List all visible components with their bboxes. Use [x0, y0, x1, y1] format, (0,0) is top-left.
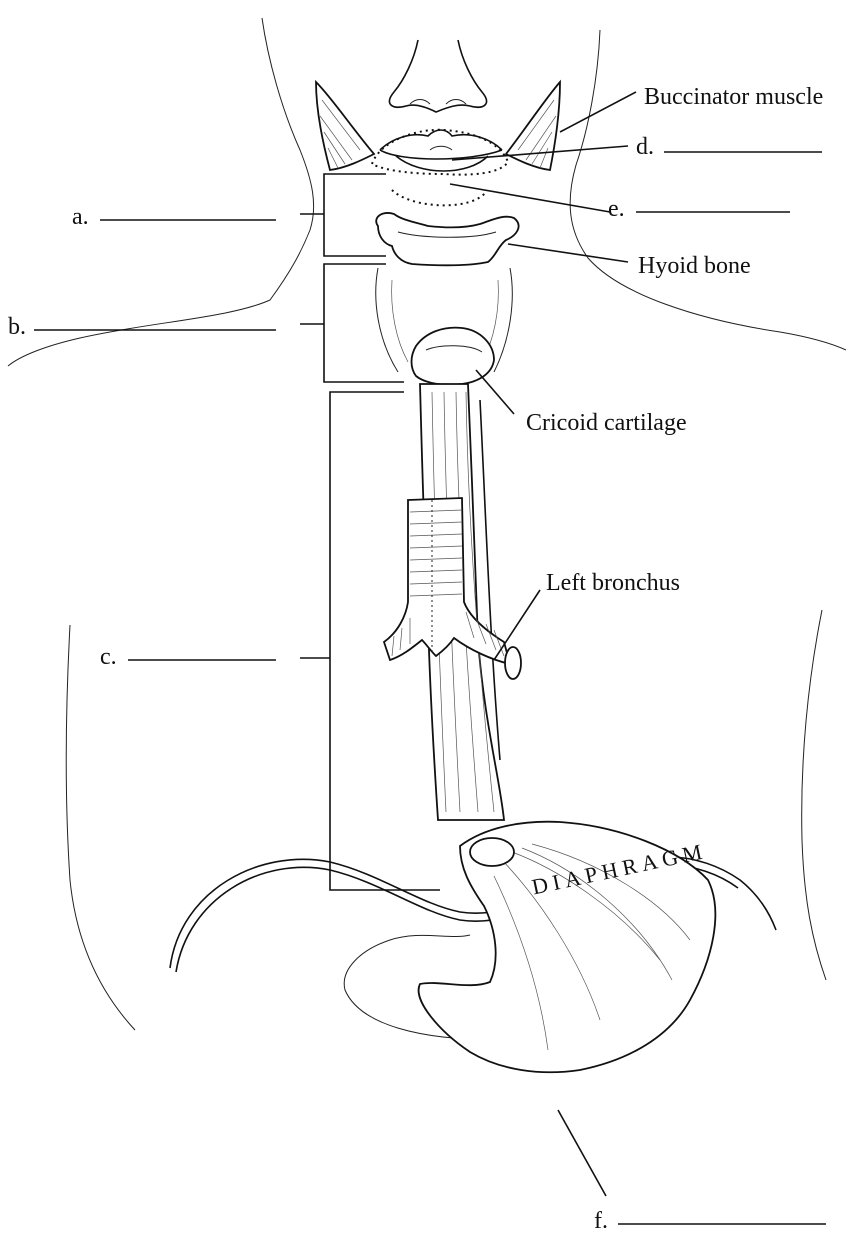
- label-buccinator-muscle: Buccinator muscle: [644, 84, 823, 110]
- blank-d[interactable]: d.: [636, 134, 822, 160]
- label-hyoid-bone: Hyoid bone: [638, 253, 751, 279]
- blank-d-letter: d.: [636, 134, 654, 160]
- blank-c-letter: c.: [100, 644, 117, 670]
- label-left-bronchus: Left bronchus: [546, 570, 680, 596]
- leader-buccinator: [560, 92, 636, 132]
- blank-f[interactable]: f.: [594, 1208, 826, 1234]
- hyoid-bone: [376, 213, 518, 265]
- label-cricoid-cartilage: Cricoid cartilage: [526, 410, 687, 436]
- leader-cricoid: [476, 370, 514, 414]
- blank-a[interactable]: a.: [72, 204, 276, 230]
- blank-f-letter: f.: [594, 1208, 608, 1234]
- blank-c[interactable]: c.: [100, 644, 276, 670]
- face: [372, 40, 508, 205]
- blank-b-letter: b.: [8, 314, 26, 340]
- leader-hyoid: [508, 244, 628, 262]
- buccinator-muscle: [316, 82, 560, 170]
- leader-f: [558, 1110, 606, 1196]
- leader-e: [450, 184, 610, 212]
- blank-e-letter: e.: [608, 196, 625, 222]
- blank-a-letter: a.: [72, 204, 89, 230]
- blank-e[interactable]: e.: [608, 196, 790, 222]
